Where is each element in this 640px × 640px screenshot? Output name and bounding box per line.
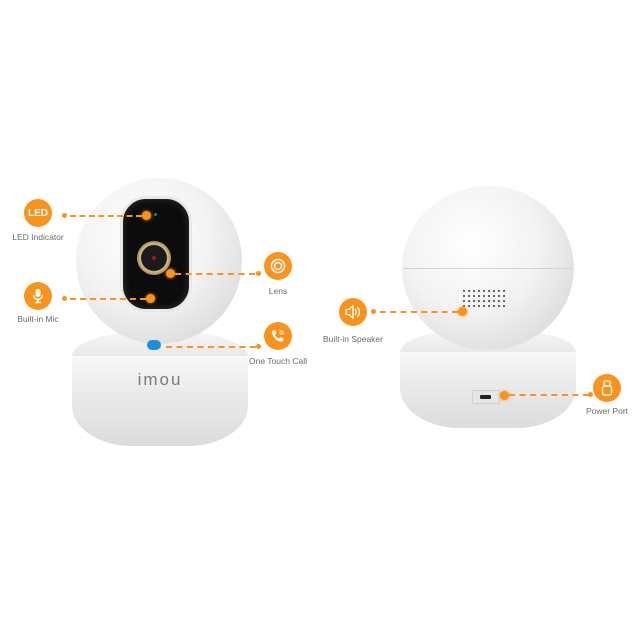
lens-label: Lens [268, 286, 288, 296]
lens-callout-badge [264, 252, 292, 280]
led-line-start [62, 213, 67, 218]
led-leader-line [70, 215, 142, 217]
led-anchor-dot [142, 211, 151, 220]
speaker-anchor-dot [458, 307, 467, 316]
phone-call-icon [272, 329, 285, 342]
head-seam [404, 268, 572, 269]
power-anchor-dot [500, 391, 509, 400]
speaker-line-start [371, 309, 376, 314]
microphone-icon [32, 289, 44, 304]
power-port-label: Power Port [585, 406, 629, 416]
lens-line-end [256, 271, 261, 276]
mic-line-start [62, 296, 67, 301]
power-leader-line [509, 394, 589, 396]
front-camera-base [72, 350, 248, 446]
built-in-speaker-label: Built-in Speaker [322, 334, 384, 344]
speaker-icon [345, 304, 360, 320]
call-callout-badge [264, 322, 292, 350]
power-line-end [588, 392, 593, 397]
power-callout-badge [593, 374, 621, 402]
led-light [154, 213, 157, 216]
built-in-mic-label: Built-in Mic [17, 314, 59, 324]
lens-leader-line [175, 273, 255, 275]
led-indicator-label: LED Indicator [12, 232, 64, 242]
lens-icon [270, 258, 286, 274]
lens-anchor-dot [166, 269, 175, 278]
speaker-leader-line [380, 311, 458, 313]
mic-leader-line [70, 298, 146, 300]
call-leader-line [166, 346, 256, 348]
one-touch-call-button[interactable] [147, 340, 161, 350]
speaker-grille [463, 290, 508, 310]
brand-logo: imou [137, 370, 183, 389]
back-camera-base [400, 346, 576, 428]
led-text-icon: LED [28, 207, 48, 219]
lens-center [152, 256, 156, 260]
speaker-callout-badge [339, 298, 367, 326]
usb-plug-icon [601, 380, 613, 396]
led-callout-badge: LED [24, 199, 52, 227]
one-touch-call-label: One Touch Call [249, 356, 307, 366]
mic-callout-badge [24, 282, 52, 310]
mic-anchor-dot [146, 294, 155, 303]
call-line-end [256, 344, 261, 349]
usb-power-port [472, 390, 500, 404]
